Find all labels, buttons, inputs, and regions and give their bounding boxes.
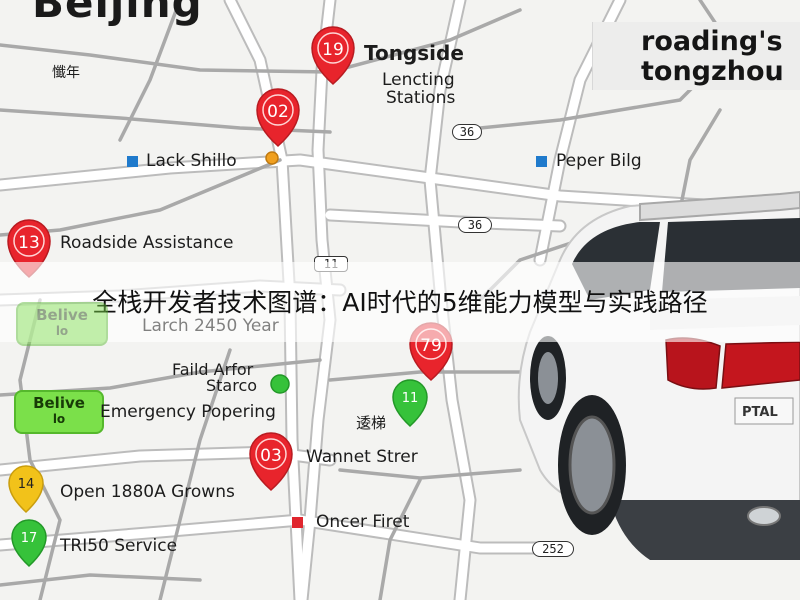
pin-label: 02 xyxy=(267,102,289,122)
route-shield: 252 xyxy=(532,541,574,557)
map-pin-19[interactable]: 19 xyxy=(311,26,355,86)
pin-label: 19 xyxy=(322,40,344,60)
pin-label: 11 xyxy=(402,391,419,406)
place-wannet-strer[interactable]: Wannet Strer xyxy=(306,447,418,467)
place-trisd-service[interactable]: TRI50 Service xyxy=(60,536,178,556)
poi-square-icon xyxy=(127,156,138,167)
small-marker-green[interactable] xyxy=(270,374,290,394)
poi-square-icon xyxy=(536,156,547,167)
place-tongside[interactable]: Tongside xyxy=(364,41,464,65)
place-oncer-firet[interactable]: Oncer Firet xyxy=(316,512,410,532)
pin-label: 14 xyxy=(18,477,35,492)
belive-button-faded[interactable]: Belive lo xyxy=(16,302,108,346)
place-lack-shillo[interactable]: Lack Shillo xyxy=(146,151,237,171)
place-stations[interactable]: Stations xyxy=(386,88,456,108)
city-title: Beijing xyxy=(32,0,203,27)
small-marker-orange[interactable] xyxy=(265,151,279,165)
route-shield: 36 xyxy=(452,124,482,140)
route-shield: 36 xyxy=(458,217,492,233)
place-faild-arfor[interactable]: Faild Arfor xyxy=(172,360,254,379)
map-pin-17-green[interactable]: 17 xyxy=(11,519,47,568)
belive-button[interactable]: Belive lo xyxy=(14,390,104,434)
belive-button-sublabel: lo xyxy=(52,412,66,426)
corner-label-line2: tongzhou xyxy=(641,56,784,87)
belive-button-label: Belive xyxy=(36,306,88,324)
corner-label-panel: roading's tongzhou xyxy=(592,22,800,90)
belive-button-label: Belive xyxy=(33,394,85,412)
place-roadside-assistance[interactable]: Roadside Assistance xyxy=(60,233,234,253)
banner-title: 全栈开发者技术图谱：AI时代的5维能力模型与实践路径 xyxy=(92,288,708,317)
pin-label: 03 xyxy=(260,446,282,466)
corner-label-line1: roading's xyxy=(641,26,783,57)
map-pin-03[interactable]: 03 xyxy=(249,432,293,492)
place-glyph-label-2: 逶梯 xyxy=(356,414,387,432)
title-banner xyxy=(0,262,800,342)
poi-square-icon-red xyxy=(292,517,303,528)
belive-button-sublabel: lo xyxy=(55,324,69,338)
place-glyph-label: 懺年 xyxy=(52,65,80,81)
place-starco[interactable]: Starco xyxy=(206,376,258,395)
map-pin-02[interactable]: 02 xyxy=(256,88,300,148)
vehicle-badge: PTAL xyxy=(742,405,778,420)
pin-label: 17 xyxy=(21,531,38,546)
place-open-growns[interactable]: Open 1880A Growns xyxy=(60,482,235,502)
map-pin-14-yellow[interactable]: 14 xyxy=(8,465,44,514)
map-pin-11-green[interactable]: 11 xyxy=(392,379,428,428)
place-larch[interactable]: Larch 2450 Year xyxy=(142,316,279,336)
place-peper-bilg[interactable]: Peper Bilg xyxy=(556,151,642,171)
place-lencting[interactable]: Lencting xyxy=(382,70,455,90)
pin-label: 13 xyxy=(18,233,40,253)
place-emergency-popering[interactable]: Emergency Popering xyxy=(100,402,276,422)
